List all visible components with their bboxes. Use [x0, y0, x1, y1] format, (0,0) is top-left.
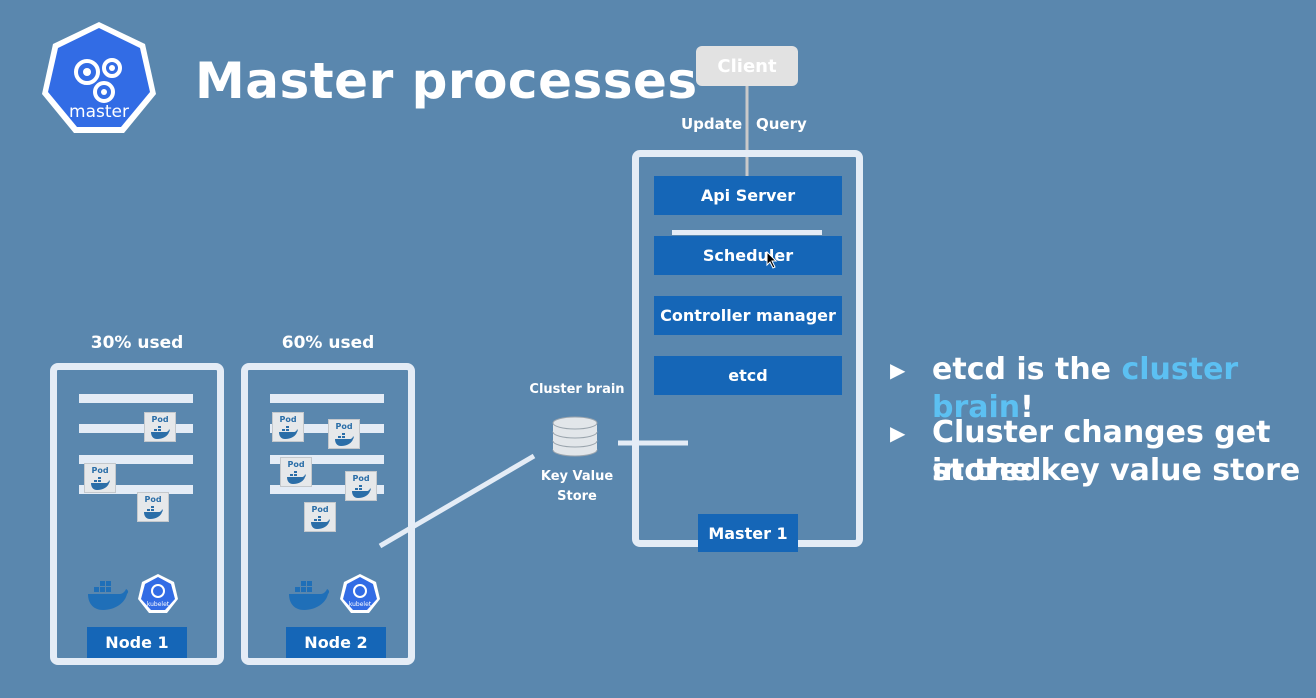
node-1-bar	[79, 394, 193, 403]
etcd-block: etcd	[654, 356, 842, 395]
docker-icon	[352, 485, 371, 498]
pod: Pod	[137, 492, 169, 522]
scheduler-block: Scheduler	[654, 236, 842, 275]
pod-label: Pod	[279, 415, 297, 424]
docker-icon	[311, 516, 330, 529]
pod-label: Pod	[352, 474, 370, 483]
cluster-brain-caption: Cluster brain	[529, 382, 625, 397]
bullet-2-line-2: in the key value store	[932, 453, 1301, 488]
page-title: Master processes	[195, 52, 698, 110]
client-box: Client	[696, 46, 798, 86]
api-server-block: Api Server	[654, 176, 842, 215]
bullet-1: etcd is the cluster brain!	[932, 351, 1316, 427]
pod: Pod	[280, 457, 312, 487]
bullet-triangle-icon: ▶	[890, 358, 906, 382]
node-1-usage: 30% used	[90, 333, 184, 353]
query-label: Query	[756, 115, 807, 133]
bullet-1-highlight: cluster brain	[932, 352, 1239, 425]
kubelet-icon: kubelet	[137, 573, 179, 615]
node-1-bar	[79, 485, 193, 494]
kubelet-icon: kubelet	[339, 573, 381, 615]
node-2-bar	[270, 424, 384, 433]
node-1-bar	[79, 424, 193, 433]
kubernetes-master-logo: master	[40, 20, 158, 138]
docker-whale-icon	[289, 581, 330, 610]
controller-manager-block: Controller manager	[654, 296, 842, 335]
update-label: Update	[681, 115, 743, 133]
docker-icon	[144, 506, 163, 519]
pod-label: Pod	[151, 415, 169, 424]
pod: Pod	[144, 412, 176, 442]
mouse-cursor-icon	[766, 251, 778, 269]
pod-label: Pod	[335, 422, 353, 431]
node-1-label: Node 1	[87, 627, 187, 658]
pod: Pod	[84, 463, 116, 493]
node-2-bar	[270, 485, 384, 494]
bullet-1-end: !	[1020, 390, 1034, 425]
database-icon	[552, 416, 598, 457]
pod: Pod	[345, 471, 377, 501]
logo-label: master	[69, 102, 129, 122]
node-1-frame	[50, 363, 224, 665]
node-2-frame	[241, 363, 415, 665]
bullet-1-text: etcd is the	[932, 352, 1122, 387]
master-1-label: Master 1	[698, 514, 798, 552]
kv-store-caption-1: Key Value	[540, 469, 614, 484]
pod-label: Pod	[311, 505, 329, 514]
docker-icon	[279, 426, 298, 439]
bullet-2-line-1: Cluster changes get stored	[932, 415, 1271, 488]
bullet-triangle-icon: ▶	[890, 421, 906, 445]
kv-store-caption-2: Store	[557, 489, 597, 504]
node-2-usage: 60% used	[281, 333, 375, 353]
kubelet-label: kubelet	[348, 601, 372, 608]
pod-label: Pod	[287, 460, 305, 469]
node-2-label: Node 2	[286, 627, 386, 658]
node-2-bar	[270, 455, 384, 464]
pod-label: Pod	[91, 466, 109, 475]
node-1-bar	[79, 455, 193, 464]
pod: Pod	[304, 502, 336, 532]
kubelet-label: kubelet	[146, 601, 170, 608]
docker-icon	[151, 426, 170, 439]
pod-label: Pod	[144, 495, 162, 504]
helm-gears-icon	[42, 22, 156, 133]
docker-icon	[335, 433, 354, 446]
node-2-bar	[270, 394, 384, 403]
scheduler-bar	[672, 230, 822, 235]
pod: Pod	[272, 412, 304, 442]
pod: Pod	[328, 419, 360, 449]
docker-icon	[91, 477, 110, 490]
docker-whale-icon	[88, 581, 129, 610]
docker-icon	[287, 471, 306, 484]
